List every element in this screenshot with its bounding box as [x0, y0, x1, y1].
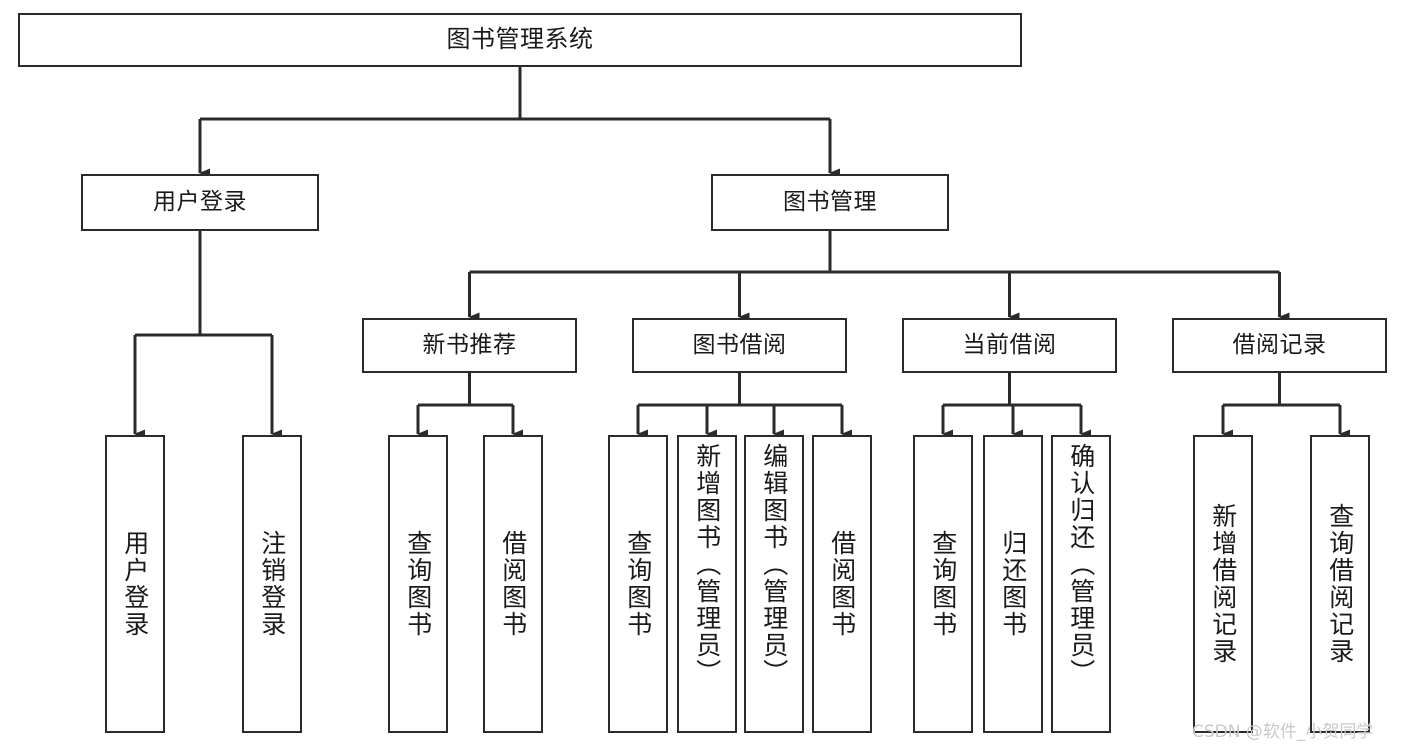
- node-leaf-logout[interactable]: 注销登录: [242, 435, 302, 733]
- node-new-book-rec[interactable]: 新书推荐: [362, 318, 577, 373]
- node-label: 用户登录: [153, 189, 247, 216]
- node-label: 借阅图书: [827, 530, 857, 638]
- node-label: 编辑图书（管理员）: [759, 443, 789, 686]
- node-label: 图书借阅: [692, 332, 787, 359]
- csdn-watermark: CSDN @软件_小贺同学: [1192, 722, 1374, 742]
- node-leaf-query-record[interactable]: 查询借阅记录: [1310, 435, 1370, 733]
- node-leaf-user-login[interactable]: 用户登录: [105, 435, 165, 733]
- node-leaf-borrow-book-rec[interactable]: 借阅图书: [483, 435, 543, 733]
- node-label: 用户登录: [120, 530, 150, 638]
- node-label: 借阅记录: [1232, 332, 1327, 359]
- node-borrow-record[interactable]: 借阅记录: [1172, 318, 1387, 373]
- node-label: 新书推荐: [422, 332, 517, 359]
- node-label: 借阅图书: [498, 530, 528, 638]
- node-label: 图书管理系统: [446, 25, 594, 54]
- node-label: 查询图书: [928, 530, 958, 638]
- node-label: 注销登录: [257, 530, 287, 638]
- node-leaf-confirm-return[interactable]: 确认归还（管理员）: [1051, 435, 1111, 733]
- node-leaf-add-record[interactable]: 新增借阅记录: [1193, 435, 1253, 733]
- node-label: 新增借阅记录: [1208, 503, 1238, 665]
- node-label: 确认归还（管理员）: [1066, 443, 1096, 686]
- node-label: 当前借阅: [962, 332, 1057, 359]
- node-label: 图书管理: [783, 189, 877, 216]
- node-leaf-query-book-rec[interactable]: 查询图书: [388, 435, 448, 733]
- node-user-login[interactable]: 用户登录: [81, 174, 319, 231]
- node-label: 查询借阅记录: [1325, 503, 1355, 665]
- node-leaf-return-book[interactable]: 归还图书: [983, 435, 1043, 733]
- node-leaf-query-book[interactable]: 查询图书: [608, 435, 668, 733]
- node-leaf-add-book[interactable]: 新增图书（管理员）: [677, 435, 737, 733]
- node-book-manage[interactable]: 图书管理: [711, 174, 949, 231]
- node-label: 新增图书（管理员）: [692, 443, 722, 686]
- node-book-borrow[interactable]: 图书借阅: [632, 318, 847, 373]
- node-leaf-borrow-book[interactable]: 借阅图书: [812, 435, 872, 733]
- node-label: 查询图书: [623, 530, 653, 638]
- node-leaf-query-book-cur[interactable]: 查询图书: [913, 435, 973, 733]
- node-label: 归还图书: [998, 530, 1028, 638]
- node-root[interactable]: 图书管理系统: [18, 13, 1022, 67]
- node-current-borrow[interactable]: 当前借阅: [902, 318, 1117, 373]
- node-label: 查询图书: [403, 530, 433, 638]
- node-leaf-edit-book[interactable]: 编辑图书（管理员）: [744, 435, 804, 733]
